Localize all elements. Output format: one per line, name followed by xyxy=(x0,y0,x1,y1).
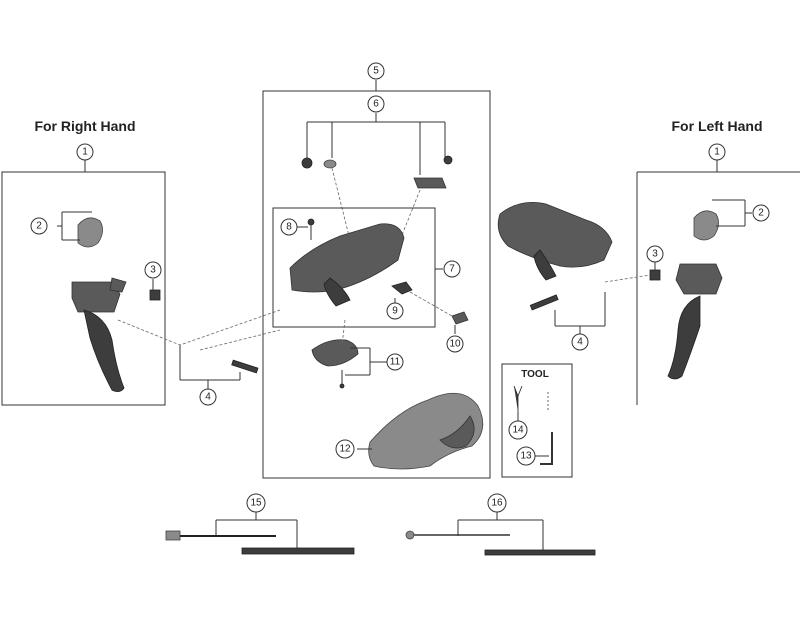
svg-text:1: 1 xyxy=(82,147,88,158)
callout-5: 5 xyxy=(367,62,385,80)
svg-text:9: 9 xyxy=(392,306,398,317)
svg-text:3: 3 xyxy=(150,265,156,276)
callout-14: 14 xyxy=(508,420,528,440)
svg-text:5: 5 xyxy=(373,66,379,77)
inner-frame-7 xyxy=(272,207,436,328)
right-hand-assembly xyxy=(1,160,281,406)
right-lever-body xyxy=(71,217,161,392)
callout-1-right: 1 xyxy=(76,143,94,161)
svg-text:10: 10 xyxy=(449,339,461,350)
callout-11: 11 xyxy=(386,353,404,371)
svg-text:6: 6 xyxy=(373,99,379,110)
cable-16 xyxy=(405,511,596,556)
center-parts-frame xyxy=(262,90,491,479)
right-hand-frame xyxy=(1,171,166,406)
svg-text:14: 14 xyxy=(512,425,524,436)
svg-text:16: 16 xyxy=(491,498,503,509)
callout-13: 13 xyxy=(516,446,536,466)
left-hand-frame xyxy=(636,171,800,405)
callout-9: 9 xyxy=(386,302,404,320)
svg-text:12: 12 xyxy=(339,444,351,455)
callout-3-left: 3 xyxy=(646,245,664,263)
svg-text:4: 4 xyxy=(205,392,211,403)
svg-text:4: 4 xyxy=(577,337,583,348)
heading-right-hand: For Right Hand xyxy=(34,118,135,134)
lever-cover-part xyxy=(311,339,359,389)
tool-frame xyxy=(501,363,573,478)
callout-15: 15 xyxy=(246,493,266,513)
callout-2-left: 2 xyxy=(752,204,770,222)
svg-text:1: 1 xyxy=(714,147,720,158)
svg-text:3: 3 xyxy=(652,249,658,260)
callout-7: 7 xyxy=(443,260,461,278)
callout-4-left: 4 xyxy=(571,333,589,351)
callout-4-right: 4 xyxy=(199,388,217,406)
rubber-hood xyxy=(368,392,484,470)
left-hand-assembly xyxy=(497,160,800,405)
svg-text:2: 2 xyxy=(36,221,42,232)
callout-10: 10 xyxy=(446,335,464,353)
svg-text:8: 8 xyxy=(286,222,292,233)
callout-12: 12 xyxy=(335,439,355,459)
callout-2-right: 2 xyxy=(30,217,48,235)
callout-8: 8 xyxy=(280,218,298,236)
svg-text:2: 2 xyxy=(758,208,764,219)
main-bracket-part xyxy=(289,218,405,307)
svg-text:11: 11 xyxy=(390,357,401,368)
svg-text:15: 15 xyxy=(250,498,262,509)
callout-16: 16 xyxy=(487,493,507,513)
small-fittings xyxy=(301,155,453,189)
callout-1-left: 1 xyxy=(708,143,726,161)
tools xyxy=(513,385,553,465)
callout-3-right: 3 xyxy=(144,261,162,279)
tool-heading: TOOL xyxy=(521,369,549,380)
svg-text:7: 7 xyxy=(449,264,455,275)
cable-15 xyxy=(165,511,355,555)
svg-text:13: 13 xyxy=(520,451,532,462)
heading-left-hand: For Left Hand xyxy=(672,118,763,134)
callout-6: 6 xyxy=(367,95,385,113)
